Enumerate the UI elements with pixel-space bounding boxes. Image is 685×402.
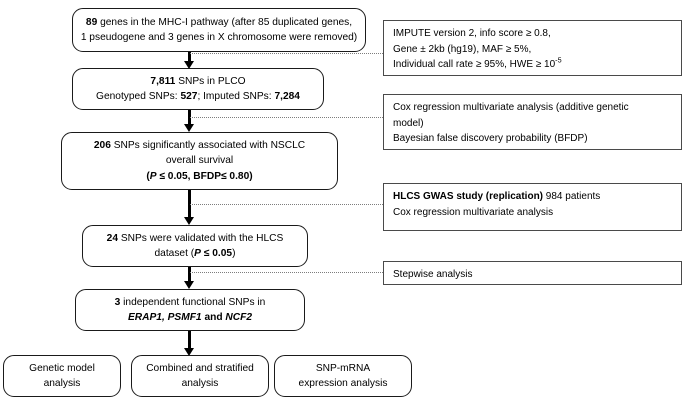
text-segment: Individual call rate ≥ 95%, HWE ≥ 10	[393, 59, 556, 71]
text-segment: Stepwise analysis	[393, 269, 473, 280]
text-segment: ≤ 0.05, BFDP≤ 0.80)	[156, 170, 253, 182]
text-line: 89 genes in the MHC-I pathway (after 85 …	[86, 15, 352, 31]
text-segment: 24	[106, 232, 118, 244]
text-segment: Cox regression multivariate analysis	[393, 206, 554, 218]
text-segment: analysis	[43, 378, 81, 389]
text-line: model)	[393, 116, 681, 132]
text-segment: Genetic model	[29, 362, 95, 374]
text-segment: 1 pseudogene and 3 genes in X chromosome…	[80, 32, 358, 43]
text-segment: Gene ± 2kb (hg19), MAF ≥ 5%,	[393, 43, 532, 55]
text-line: (P ≤ 0.05, BFDP≤ 0.80)	[146, 169, 252, 185]
text-line: IMPUTE version 2, info score ≥ 0.8,	[393, 26, 681, 42]
text-line: 3 independent functional SNPs in	[115, 295, 266, 311]
side-note-impute: IMPUTE version 2, info score ≥ 0.8, Gene …	[383, 20, 682, 76]
arrowhead-genes-to-plco	[184, 61, 194, 69]
connector-validated-to-independent	[188, 267, 191, 282]
text-line: 206 SNPs significantly associated with N…	[94, 138, 305, 154]
text-segment: SNPs significantly associated with NSCLC	[110, 139, 306, 151]
text-line: analysis	[44, 376, 81, 392]
text-segment: and	[201, 312, 226, 323]
text-line: Genetic model	[29, 361, 95, 377]
text-segment: )	[232, 248, 236, 259]
text-line: Individual call rate ≥ 95%, HWE ≥ 10-5	[393, 57, 681, 73]
text-line: Genotyped SNPs: 527; Imputed SNPs: 7,284	[96, 89, 300, 105]
text-segment: 206	[93, 139, 111, 151]
side-note-stepwise: Stepwise analysis	[383, 261, 682, 285]
connector-independent-to-terminals	[188, 331, 191, 349]
flow-box-genes: 89 genes in the MHC-I pathway (after 85 …	[72, 8, 366, 52]
text-line: HLCS GWAS study (replication) 984 patien…	[393, 189, 681, 205]
text-segment: NCF2	[225, 312, 252, 323]
text-segment: 3	[114, 296, 121, 308]
text-line: expression analysis	[299, 376, 388, 392]
text-segment: ≤ 0.05	[200, 248, 233, 259]
text-segment: expression analysis	[298, 378, 388, 389]
text-segment: model)	[393, 117, 424, 129]
text-segment: dataset (	[154, 248, 195, 259]
text-segment: P	[194, 248, 201, 259]
text-line: Gene ± 2kb (hg19), MAF ≥ 5%,	[393, 42, 681, 58]
text-segment: analysis	[181, 378, 219, 389]
text-segment: Genotyped SNPs:	[96, 91, 181, 102]
dotted-connector-cox	[190, 117, 383, 118]
text-segment: 984 patients	[543, 191, 601, 202]
text-line: 24 SNPs were validated with the HLCS	[107, 231, 284, 247]
connector-plco-to-significant	[188, 110, 191, 125]
text-segment: Combined and stratified	[146, 362, 254, 374]
text-line: Cox regression multivariate analysis (ad…	[393, 100, 681, 116]
text-line: 1 pseudogene and 3 genes in X chromosome…	[81, 30, 357, 46]
dotted-connector-hlcs	[190, 204, 383, 205]
text-segment: 89	[85, 16, 98, 28]
text-line: ERAP1, PSMF1 and NCF2	[128, 310, 252, 326]
text-segment: SNP-mRNA	[315, 362, 371, 374]
text-segment: SNPs were validated with the HLCS	[118, 232, 284, 244]
arrowhead-plco-to-significant	[184, 124, 194, 132]
text-line: analysis	[182, 376, 219, 392]
side-note-cox-regression: Cox regression multivariate analysis (ad…	[383, 94, 682, 150]
text-line: Stepwise analysis	[393, 267, 681, 283]
text-segment: (	[146, 170, 150, 182]
text-segment: independent functional SNPs in	[120, 296, 266, 308]
connector-genes-to-plco	[188, 52, 191, 63]
text-segment: ; Imputed SNPs:	[197, 91, 275, 102]
terminal-box-combined-stratified: Combined and stratified analysis	[131, 355, 269, 397]
text-segment: Bayesian false discovery probability (BF…	[393, 133, 588, 145]
arrowhead-independent-to-terminals	[184, 348, 194, 356]
text-line: Cox regression multivariate analysis	[393, 205, 681, 221]
side-note-hlcs-gwas: HLCS GWAS study (replication) 984 patien…	[383, 183, 682, 231]
arrowhead-significant-to-validated	[184, 217, 194, 225]
text-segment: P	[149, 170, 157, 182]
text-segment: IMPUTE version 2, info score ≥ 0.8,	[393, 28, 551, 39]
text-segment: 7,284	[274, 91, 300, 102]
text-line: 7,811 SNPs in PLCO	[150, 74, 245, 90]
text-segment: 7,811	[150, 75, 176, 87]
terminal-box-snp-mrna: SNP-mRNA expression analysis	[274, 355, 412, 397]
text-segment: genes in the MHC-I pathway (after 85 dup…	[97, 16, 353, 28]
arrowhead-validated-to-independent	[184, 281, 194, 289]
text-line: SNP-mRNA	[316, 361, 370, 377]
text-segment: -5	[555, 55, 562, 65]
flow-box-significant-snps: 206 SNPs significantly associated with N…	[61, 132, 338, 190]
text-segment: ERAP1, PSMF1	[128, 312, 202, 323]
text-segment: HLCS GWAS study (replication)	[393, 191, 544, 202]
dotted-connector-stepwise	[190, 272, 383, 273]
text-segment: Cox regression multivariate analysis (ad…	[393, 102, 629, 113]
text-segment: overall survival	[165, 155, 234, 167]
text-segment: SNPs in PLCO	[175, 75, 246, 87]
text-line: Combined and stratified	[146, 361, 254, 377]
text-line: overall survival	[166, 153, 233, 169]
dotted-connector-impute	[190, 53, 383, 54]
connector-significant-to-validated	[188, 190, 191, 218]
text-line: Bayesian false discovery probability (BF…	[393, 131, 681, 147]
text-segment: 527	[180, 91, 198, 102]
text-line: dataset (P ≤ 0.05)	[155, 246, 236, 262]
terminal-box-genetic-model: Genetic model analysis	[3, 355, 121, 397]
